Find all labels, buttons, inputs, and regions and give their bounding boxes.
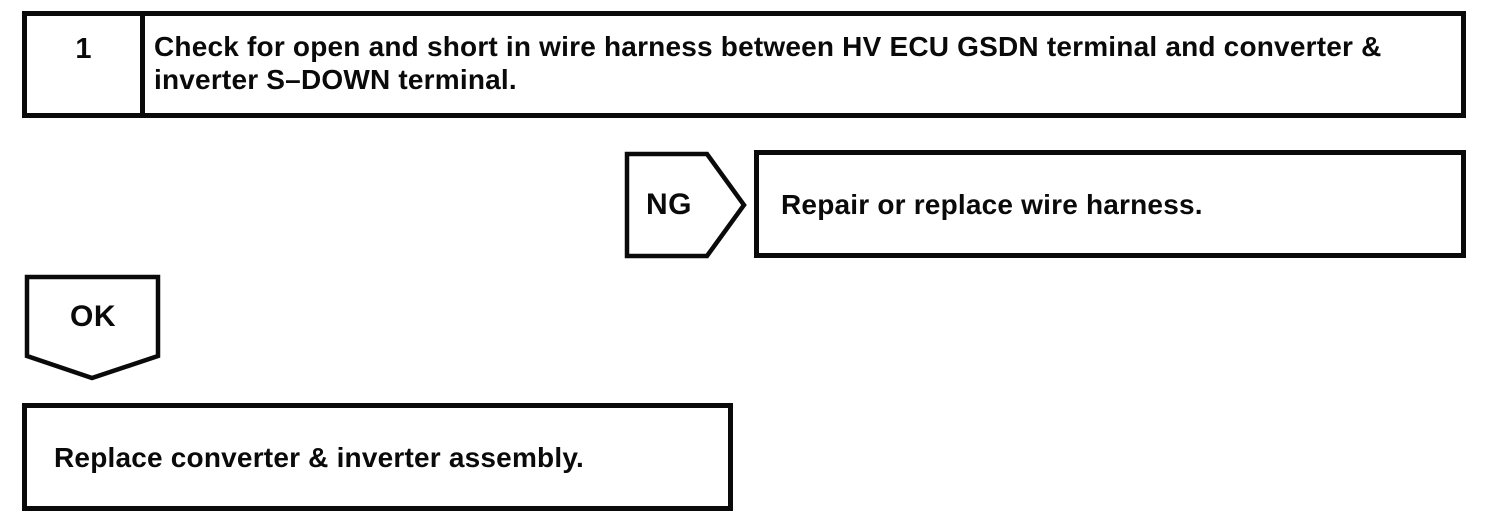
ng-connector-shape <box>624 151 747 259</box>
step-instruction-cell: Check for open and short in wire harness… <box>145 16 1461 113</box>
ok-action-text: Replace converter & inverter assembly. <box>54 441 585 473</box>
ok-connector-shape <box>24 274 161 381</box>
step-box: 1 Check for open and short in wire harne… <box>22 11 1466 118</box>
ok-action-box: Replace converter & inverter assembly. <box>22 403 733 511</box>
ok-connector-label: OK <box>70 299 116 333</box>
ng-connector-label: NG <box>646 187 692 221</box>
step-number: 1 <box>75 33 92 65</box>
step-instruction-text: Check for open and short in wire harness… <box>154 31 1382 95</box>
ng-action-text: Repair or replace wire harness. <box>781 188 1203 220</box>
step-number-cell: 1 <box>27 16 145 113</box>
ng-action-box: Repair or replace wire harness. <box>754 150 1466 258</box>
